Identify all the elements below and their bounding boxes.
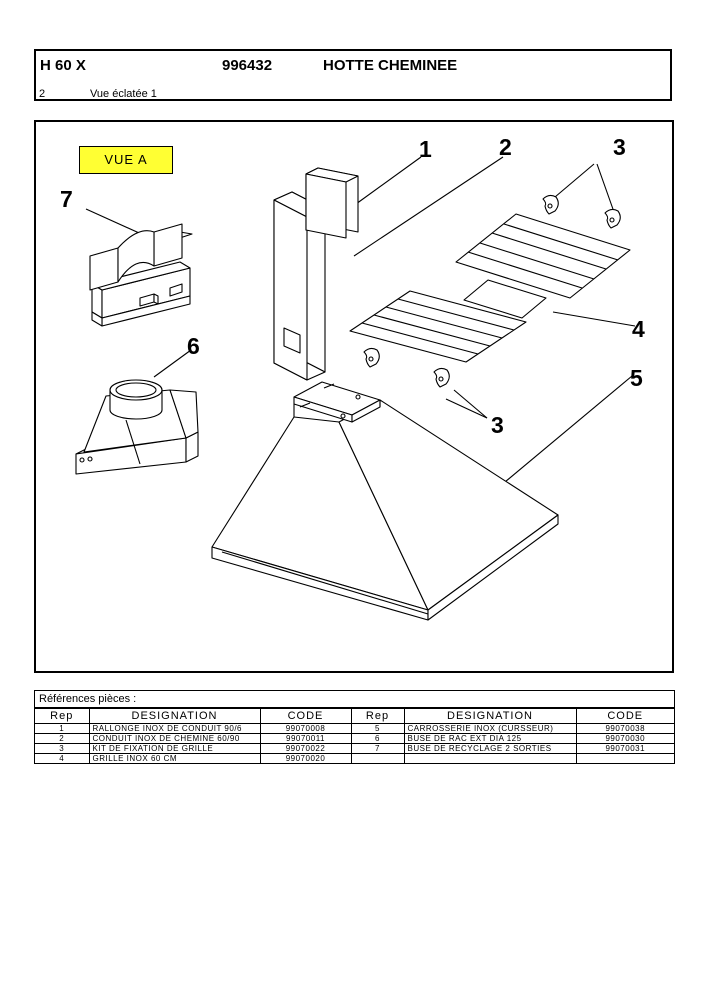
- table-row: 1 RALLONGE INOX DE CONDUIT 90/6 99070008…: [35, 723, 674, 734]
- callout-3-bottom: 3: [491, 412, 504, 438]
- exploded-view-illustration: [75, 156, 636, 621]
- rep-cell: 4: [35, 753, 90, 763]
- code-cell: 99070008: [259, 723, 352, 734]
- exploded-view-drawing: VUE A 1 2 3 7 6 4 5 3: [34, 120, 674, 673]
- code-cell: [575, 753, 674, 763]
- rep-cell: 3: [35, 743, 90, 754]
- reference-number: 996432: [222, 57, 273, 74]
- callout-2: 2: [499, 134, 512, 160]
- code-cell: 99070031: [575, 743, 674, 754]
- connection-nozzle-illustration: [75, 379, 199, 475]
- table-row: 2 CONDUIT INOX DE CHEMINE 60/90 99070011…: [35, 733, 674, 744]
- leader-lines: [85, 156, 636, 493]
- designation-cell: BUSE DE RAC EXT DIA 125: [403, 733, 577, 744]
- designation-cell: CONDUIT INOX DE CHEMINE 60/90: [88, 733, 261, 744]
- filter-clip-illustration: [363, 194, 621, 388]
- column-header: CODE: [259, 708, 352, 724]
- view-number: 2: [39, 88, 46, 100]
- column-header: DESIGNATION: [88, 708, 261, 724]
- callout-3-top: 3: [613, 134, 626, 160]
- column-header: Rep: [350, 708, 405, 724]
- parts-caption: Références pièces :: [35, 691, 674, 708]
- header-box: H 60 X 996432 HOTTE CHEMINEE 2 Vue éclat…: [34, 49, 672, 101]
- code-cell: 99070038: [575, 723, 674, 734]
- callout-6: 6: [187, 333, 200, 359]
- view-a-label: VUE A: [79, 146, 173, 174]
- designation-cell: [403, 753, 577, 763]
- designation-cell: GRILLE INOX 60 CM: [88, 753, 261, 763]
- designation-cell: BUSE DE RECYCLAGE 2 SORTIES: [403, 743, 577, 754]
- hood-body-illustration: [211, 381, 559, 621]
- grease-filter-illustration: [349, 213, 631, 363]
- callout-5: 5: [630, 365, 643, 391]
- callout-7: 7: [60, 186, 73, 212]
- rep-cell: 5: [350, 723, 405, 734]
- column-header: CODE: [575, 708, 674, 724]
- table-row: 4 GRILLE INOX 60 CM 99070020: [35, 753, 674, 763]
- parts-table: Rep DESIGNATION CODE Rep DESIGNATION COD…: [35, 708, 674, 763]
- table-row: 3 KIT DE FIXATION DE GRILLE 99070022 7 B…: [35, 743, 674, 754]
- rep-cell: 1: [35, 723, 90, 734]
- rep-cell: 6: [350, 733, 405, 744]
- product-name: HOTTE CHEMINEE: [323, 57, 458, 74]
- table-header-row: Rep DESIGNATION CODE Rep DESIGNATION COD…: [35, 708, 674, 724]
- rep-cell: 7: [350, 743, 405, 754]
- callout-4: 4: [632, 316, 645, 342]
- designation-cell: KIT DE FIXATION DE GRILLE: [88, 743, 261, 754]
- parts-reference-table: Références pièces : Rep DESIGNATION CODE…: [34, 690, 675, 764]
- chimney-duct-illustration: [273, 167, 359, 381]
- rep-cell: 2: [35, 733, 90, 744]
- rep-cell: [350, 753, 405, 763]
- designation-cell: CARROSSERIE INOX (CURSSEUR): [403, 723, 577, 734]
- recycling-nozzle-illustration: [89, 223, 193, 327]
- column-header: DESIGNATION: [403, 708, 577, 724]
- code-cell: 99070020: [259, 753, 352, 763]
- code-cell: 99070022: [259, 743, 352, 754]
- code-cell: 99070030: [575, 733, 674, 744]
- model-name: H 60 X: [40, 57, 86, 74]
- view-label: Vue éclatée 1: [90, 88, 157, 100]
- designation-cell: RALLONGE INOX DE CONDUIT 90/6: [88, 723, 261, 734]
- code-cell: 99070011: [259, 733, 352, 744]
- column-header: Rep: [35, 708, 90, 724]
- callout-1: 1: [419, 136, 432, 162]
